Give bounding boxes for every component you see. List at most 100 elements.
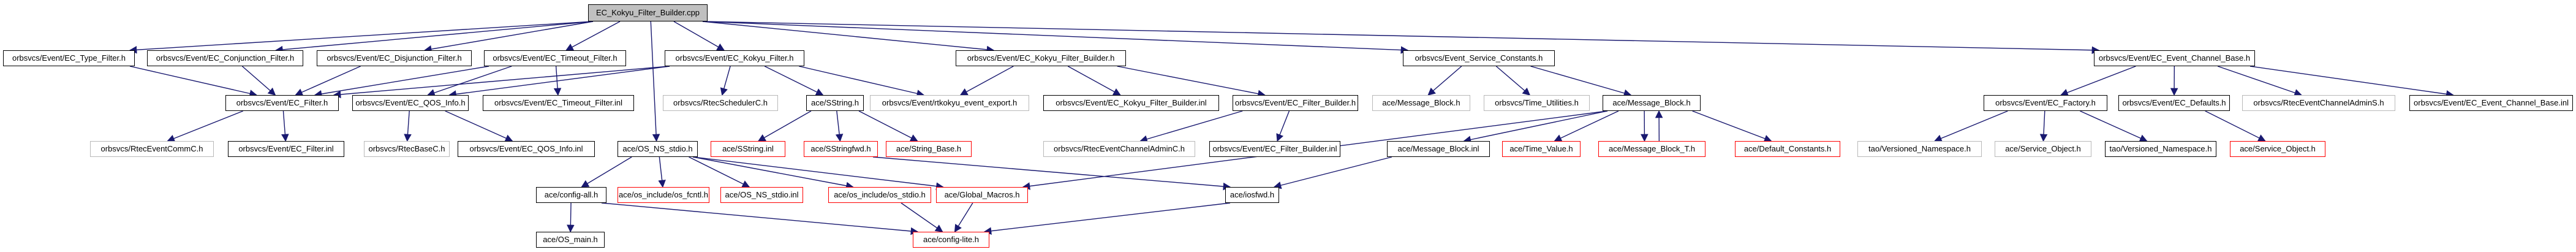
graph-node[interactable]: tao/Versioned_Namespace.h (2105, 141, 2216, 157)
graph-node[interactable]: orbsvcs/Event/EC_Timeout_Filter.inl (483, 95, 634, 111)
graph-node[interactable]: orbsvcs/RtecBaseC.h (364, 141, 450, 157)
graph-node[interactable]: orbsvcs/Event/rtkokyu_event_export.h (870, 95, 1029, 111)
include-edge (702, 21, 2100, 55)
include-edge (835, 110, 844, 142)
graph-node[interactable]: ace/Time_Value.h (1502, 141, 1581, 157)
include-edge (129, 66, 257, 97)
graph-root-node: EC_Kokyu_Filter_Builder.cpp (588, 4, 708, 21)
graph-node[interactable]: ace/OS_main.h (536, 232, 605, 248)
graph-node[interactable]: orbsvcs/Event_Service_Constants.h (1403, 50, 1555, 66)
graph-node[interactable]: orbsvcs/Event/EC_Event_Channel_Base.h (2094, 50, 2255, 66)
graph-node[interactable]: orbsvcs/RtecEventCommC.h (90, 141, 214, 157)
graph-node[interactable]: tao/Versioned_Namespace.h (1857, 141, 1982, 157)
include-edge (983, 202, 1231, 235)
include-edge (689, 156, 750, 188)
include-edge (281, 110, 289, 142)
graph-node[interactable]: orbsvcs/RtecEventChannelAdminC.h (1043, 141, 1195, 157)
include-edge (799, 66, 925, 97)
include-edge (692, 156, 854, 190)
graph-node[interactable]: ace/SStringfwd.h (804, 141, 878, 157)
include-edge (764, 66, 824, 96)
graph-node[interactable]: orbsvcs/Event/EC_Type_Filter.h (3, 50, 135, 66)
include-edge (954, 202, 973, 233)
include-edge (901, 202, 943, 232)
graph-node[interactable]: orbsvcs/RtecEventChannelAdminS.h (2242, 95, 2395, 111)
include-edge (1692, 110, 1772, 142)
graph-node[interactable]: ace/Default_Constants.h (1735, 141, 1840, 157)
graph-node[interactable]: orbsvcs/Event/EC_Filter_Builder.h (1233, 95, 1358, 111)
include-edge (1530, 66, 1632, 97)
graph-node[interactable]: ace/String_Base.h (886, 141, 972, 157)
graph-node[interactable]: ace/OS_NS_stdio.inl (720, 187, 803, 203)
graph-node[interactable]: ace/os_include/os_stdio.h (828, 187, 931, 203)
include-edge (650, 21, 660, 142)
include-edge (1273, 156, 1392, 189)
graph-node[interactable]: orbsvcs/Time_Utilities.h (1484, 95, 1590, 111)
include-edge (702, 21, 995, 54)
include-edge (2249, 66, 2454, 98)
include-edge (1427, 66, 1462, 96)
graph-node[interactable]: orbsvcs/Event/EC_QOS_Info.h (352, 95, 469, 111)
include-edge (553, 66, 562, 96)
graph-node[interactable]: orbsvcs/Event/EC_Defaults.h (2118, 95, 2230, 111)
graph-node[interactable]: orbsvcs/Event/EC_Event_Channel_Base.inl (2409, 95, 2573, 111)
graph-node[interactable]: orbsvcs/Event/EC_Factory.h (1984, 95, 2107, 111)
include-edge (275, 21, 594, 54)
include-edge (658, 156, 666, 188)
graph-node[interactable]: orbsvcs/Event/EC_Filter_Builder.inl (1209, 141, 1340, 157)
include-edge (757, 110, 812, 142)
graph-node[interactable]: ace/Message_Block.inl (1387, 141, 1490, 157)
include-edge (445, 110, 513, 142)
graph-node[interactable]: orbsvcs/Event/EC_Kokyu_Filter_Builder.h (956, 50, 1126, 66)
graph-node[interactable]: ace/Message_Block_T.h (1598, 141, 1705, 157)
graph-node[interactable]: ace/SString.inl (711, 141, 785, 157)
graph-node[interactable]: orbsvcs/Event/EC_Kokyu_Filter.h (665, 50, 804, 66)
include-edge (314, 66, 489, 98)
include-edge (1554, 110, 1619, 142)
include-edge (1463, 110, 1608, 143)
graph-node[interactable]: orbsvcs/Event/EC_Filter.inl (228, 141, 344, 157)
include-edge (241, 66, 276, 96)
graph-node[interactable]: ace/SString.h (806, 95, 864, 111)
graph-node[interactable]: ace/os_include/os_fcntl.h (618, 187, 709, 203)
include-edge (333, 66, 670, 99)
graph-node[interactable]: ace/Service_Object.h (2230, 141, 2325, 157)
include-edge (567, 202, 575, 233)
graph-node[interactable]: ace/iosfwd.h (1225, 187, 1279, 203)
graph-node[interactable]: orbsvcs/RtecSchedulerC.h (663, 95, 778, 111)
include-edge (858, 110, 918, 142)
graph-node[interactable]: ace/config-lite.h (913, 232, 989, 248)
graph-node[interactable]: ace/Message_Block.h (1372, 95, 1470, 111)
graph-node[interactable]: orbsvcs/Event/EC_Kokyu_Filter_Builder.in… (1043, 95, 1219, 111)
include-edge (959, 66, 1014, 96)
include-edge (1276, 110, 1290, 142)
include-edge (1117, 66, 1266, 98)
graph-node[interactable]: ace/OS_NS_stdio.h (618, 141, 698, 157)
include-edge (601, 202, 919, 235)
include-edge (2039, 110, 2048, 142)
include-edge (1067, 66, 1121, 96)
include-edge (404, 110, 412, 142)
graph-node[interactable]: orbsvcs/Event/EC_Disjunction_Filter.h (317, 50, 472, 66)
graph-node[interactable]: orbsvcs/Event/EC_Filter.h (225, 95, 339, 111)
graph-node[interactable]: ace/Message_Block.h (1603, 95, 1701, 111)
graph-node[interactable]: ace/config-all.h (536, 187, 606, 203)
include-edge (581, 156, 632, 188)
include-edge (673, 21, 725, 51)
include-edge (1139, 110, 1243, 143)
graph-node[interactable]: ace/Service_Object.h (1995, 141, 2091, 157)
include-edge (2080, 110, 2148, 142)
include-edges (129, 21, 2454, 235)
include-edge (702, 21, 1409, 54)
graph-node[interactable]: ace/Global_Macros.h (936, 187, 1028, 203)
include-edge (295, 66, 361, 96)
graph-node[interactable]: orbsvcs/Event/EC_Conjunction_Filter.h (147, 50, 303, 66)
include-edge (2217, 66, 2302, 97)
include-edge (692, 156, 944, 190)
include-edge (129, 21, 594, 54)
graph-node[interactable]: orbsvcs/Event/EC_Timeout_Filter.h (484, 50, 626, 66)
graph-node[interactable]: orbsvcs/Event/EC_QOS_Info.inl (458, 141, 595, 157)
include-edge (1933, 110, 2008, 142)
